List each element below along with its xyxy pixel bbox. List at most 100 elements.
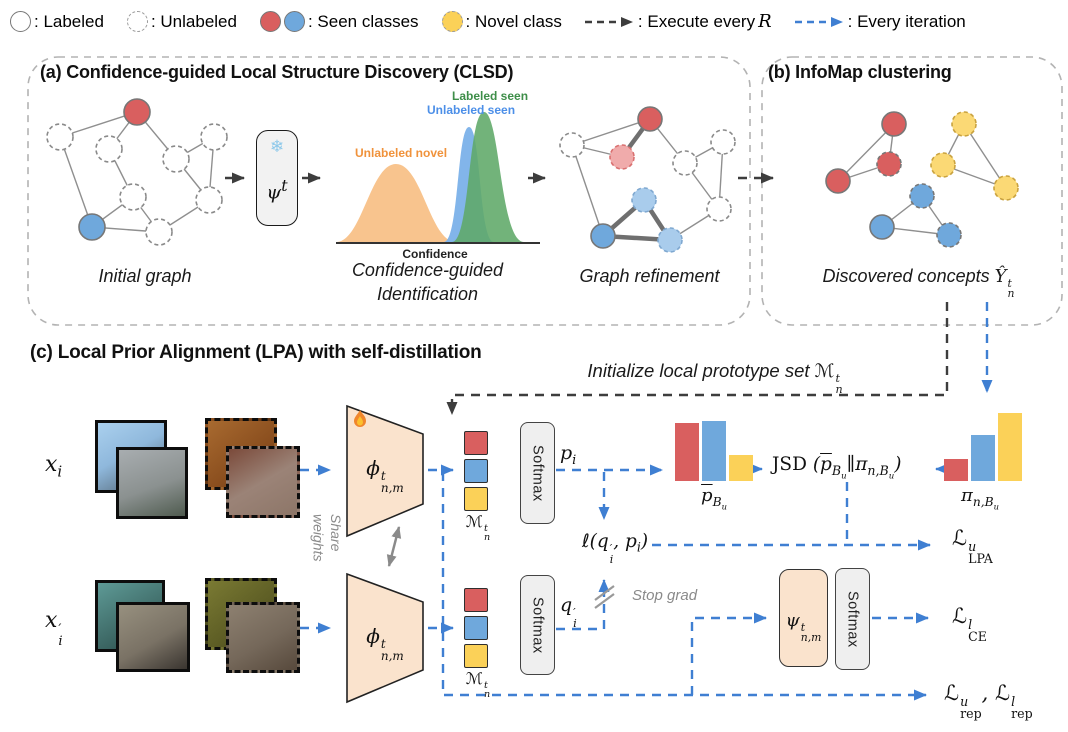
legend-iteration-text: : Every iteration — [847, 11, 966, 31]
iteration-arrow-icon — [794, 16, 843, 27]
discovered-concepts-text: Discovered concepts — [822, 266, 995, 286]
legend-execute: : Execute every R — [584, 11, 772, 32]
seen-red-circle-icon — [259, 11, 281, 32]
labeled-seen-label: Labeled seen — [452, 89, 529, 103]
every-iteration-arrows — [300, 302, 993, 701]
softmax-label: Softmax — [529, 444, 546, 502]
prototype-square — [464, 616, 488, 640]
novel-circle-icon — [441, 11, 463, 32]
execute-arrow-icon — [584, 16, 633, 27]
softmax-label: Softmax — [844, 590, 861, 648]
legend-labeled-text: : Labeled — [34, 11, 104, 31]
prototype-square — [464, 588, 488, 612]
refined-graph-thick-edges — [600, 116, 673, 243]
confidence-distribution — [336, 112, 540, 244]
prototype-stack-top — [464, 431, 488, 511]
share-weights-label: Share weights — [310, 514, 345, 562]
bird-image-view2-front — [116, 602, 190, 672]
legend-execute-text: : Execute every — [637, 11, 756, 31]
stop-grad-slashes — [594, 585, 615, 609]
prototype-square — [464, 431, 488, 455]
snowflake-icon: ❄ — [269, 137, 285, 156]
bird-image-view1-front — [116, 447, 188, 519]
jsd-label: JSD (pBu∥πn,Bu) — [772, 454, 902, 482]
bar — [971, 435, 995, 481]
share-weights-arrow — [386, 526, 402, 567]
legend-execute-R: R — [758, 11, 772, 32]
softmax-label: Softmax — [529, 596, 546, 654]
confidence-axis-label: Confidence — [402, 247, 468, 261]
legend-unlabeled: : Unlabeled — [126, 11, 237, 32]
unlabeled-novel-label: Unlabeled novel — [355, 146, 448, 160]
unlabeled-seen-label: Unlabeled seen — [427, 103, 516, 117]
softmax-box-head: Softmax — [835, 568, 870, 670]
panel-a-title: (a) Confidence-guided Local Structure Di… — [40, 62, 514, 82]
panel-b-title: (b) InfoMap clustering — [768, 62, 952, 82]
panel-c-title: (c) Local Prior Alignment (LPA) with sel… — [30, 342, 482, 363]
pbar-bars — [675, 420, 753, 481]
pi-label: πn,Bu — [961, 485, 999, 512]
confidence-caption-line1: Confidence-guided — [351, 260, 504, 280]
panel-a-border — [27, 56, 751, 326]
stop-grad-label: Stop grad — [632, 587, 698, 604]
confidence-caption-line2: Identification — [376, 284, 479, 304]
p-i-label: pi — [560, 442, 577, 468]
refined-graph-nodes — [559, 106, 736, 253]
bird-image-view2-crop-front — [226, 602, 300, 673]
legend: : Labeled : Unlabeled : Seen classes : N… — [10, 11, 966, 32]
prototype-square — [464, 644, 488, 668]
legend-labeled: : Labeled — [10, 11, 104, 32]
bar — [944, 459, 968, 481]
initial-graph — [46, 98, 228, 246]
legend-iteration: : Every iteration — [794, 11, 966, 32]
refined-graph — [559, 106, 736, 253]
encoder-top — [346, 404, 424, 538]
psi-head-box — [779, 569, 828, 667]
input-x-label: xi — [45, 452, 63, 481]
refined-graph-edges — [571, 118, 724, 241]
seen-blue-circle-icon — [283, 11, 305, 32]
graph-refinement-label: Graph refinement — [579, 266, 720, 286]
prototype-square — [464, 487, 488, 511]
softmax-box-bottom: Softmax — [520, 575, 555, 675]
encoder-bottom — [346, 572, 424, 704]
initialize-prototype-label: Initialize local prototype set — [587, 360, 815, 381]
cluster-nodes — [825, 111, 1019, 248]
softmax-box-top: Softmax — [520, 422, 555, 524]
initial-graph-label: Initial graph — [98, 266, 192, 286]
q-i-label: q′i — [560, 594, 577, 630]
ell-loss-label: ℓ(q′i, pi) — [582, 531, 649, 566]
legend-seen-text: : Seen classes — [307, 11, 419, 31]
initial-graph-nodes — [46, 98, 228, 246]
bar — [702, 421, 726, 481]
panel-b-border — [761, 56, 1063, 326]
execute-every-R-arrows — [446, 172, 949, 415]
prototype-stack-bottom — [464, 588, 488, 668]
bird-image-view1-crop-front — [226, 446, 300, 518]
input-x-prime-label: x′i — [45, 608, 63, 650]
bar — [729, 455, 753, 481]
legend-seen: : Seen classes — [259, 11, 419, 32]
bar — [998, 413, 1022, 481]
bar — [675, 423, 699, 481]
discovered-clusters — [825, 111, 1019, 248]
prototype-square — [464, 459, 488, 483]
frozen-encoder-label: ψt — [266, 176, 288, 204]
initial-graph-edges — [59, 111, 215, 233]
frozen-encoder-box — [256, 130, 298, 226]
fire-icon — [354, 410, 366, 427]
